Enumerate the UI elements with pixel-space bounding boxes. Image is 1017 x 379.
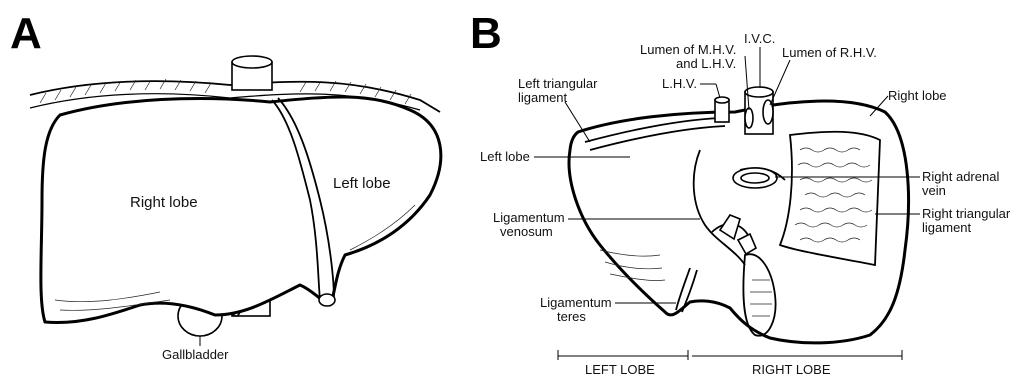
label-b-right-lobe-caps: RIGHT LOBE [752, 362, 831, 377]
panel-b: B [470, 9, 1011, 377]
label-b-lumen-mhv-1: Lumen of M.H.V. [640, 42, 736, 57]
label-a-left-lobe: Left lobe [333, 175, 391, 192]
ivc-b [745, 87, 773, 134]
ivc-top-a [232, 56, 272, 90]
label-b-right-adrenal-1: Right adrenal [922, 169, 999, 184]
label-a-gallbladder: Gallbladder [162, 347, 229, 362]
label-a-right-lobe: Right lobe [130, 194, 198, 211]
label-b-ivc: I.V.C. [744, 31, 775, 46]
label-b-left-lobe-caps: LEFT LOBE [585, 362, 655, 377]
label-b-lhv: L.H.V. [662, 76, 697, 91]
liver-a [41, 97, 441, 323]
label-b-ligamentum-teres-1: Ligamentum [540, 295, 612, 310]
panel-a: A Right lobe [10, 9, 441, 362]
label-b-ligamentum-venosum-2: venosum [500, 224, 553, 239]
label-b-left-lobe: Left lobe [480, 149, 530, 164]
lhv-vessel [715, 97, 729, 122]
label-b-lumen-mhv-2: and L.H.V. [676, 56, 736, 71]
label-b-lumen-rhv: Lumen of R.H.V. [782, 45, 877, 60]
label-b-right-adrenal-2: vein [922, 183, 946, 198]
label-b-right-triangular-1: Right triangular [922, 206, 1011, 221]
label-b-left-triangular-1: Left triangular [518, 76, 598, 91]
panel-b-letter: B [470, 9, 502, 58]
label-b-ligamentum-venosum-1: Ligamentum [493, 210, 565, 225]
label-b-right-lobe: Right lobe [888, 88, 947, 103]
panel-a-letter: A [10, 9, 42, 58]
lobe-brackets [558, 350, 902, 360]
label-b-right-triangular-2: ligament [922, 220, 972, 235]
label-b-left-triangular-2: ligament [518, 90, 568, 105]
label-b-ligamentum-teres-2: teres [557, 309, 586, 324]
